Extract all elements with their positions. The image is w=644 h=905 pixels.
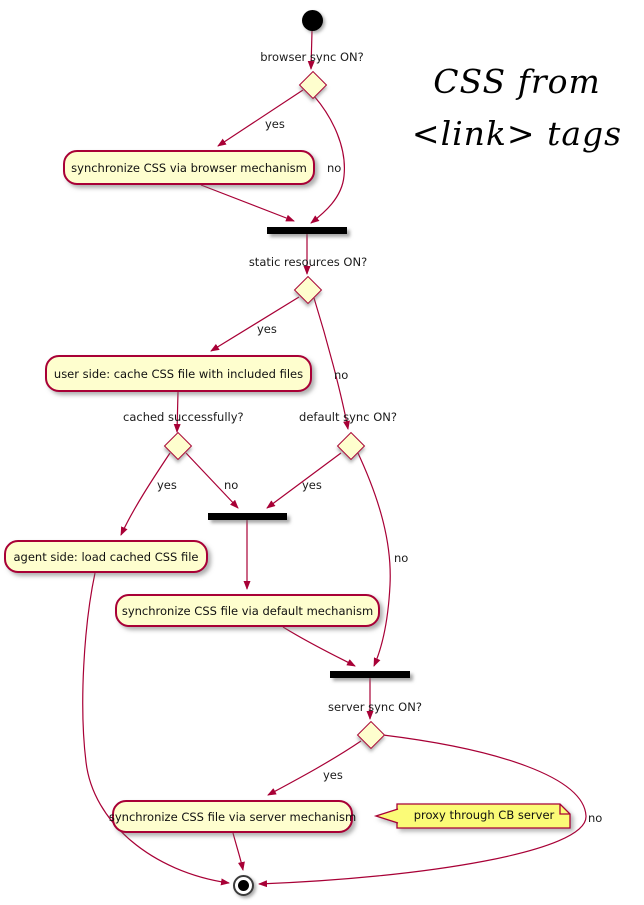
decision-label-static-resources: static resources ON? [248,255,368,269]
branch-label-default-no: no [394,551,409,565]
branch-label-default-yes: yes [302,478,322,492]
decision-label-default-sync: default sync ON? [299,410,397,424]
branch-label-cached-yes: yes [157,478,177,492]
start-node [302,10,323,31]
activity-default-mechanism: synchronize CSS file via default mechani… [115,594,380,627]
branch-label-static-no: no [334,368,349,382]
decision-label-browser-sync: browser sync ON? [260,50,364,64]
branch-label-browser-no: no [327,161,342,175]
join-bar-3 [330,671,410,678]
title-line-2: <link> tags [411,114,623,153]
join-bar-1 [267,227,347,234]
title-line-1: CSS from [433,62,601,101]
note-proxy: proxy through CB server [413,808,555,822]
note-shape [373,803,571,829]
branch-label-cached-no: no [224,478,239,492]
end-node [233,875,254,896]
end-node-dot [238,880,249,891]
branch-label-static-yes: yes [257,322,277,336]
branch-label-server-no: no [588,811,603,825]
branch-label-browser-yes: yes [265,117,285,131]
activity-browser-mechanism: synchronize CSS via browser mechanism [63,150,315,185]
activity-user-cache: user side: cache CSS file with included … [45,355,312,392]
decision-label-server-sync: server sync ON? [328,700,422,714]
join-bar-2 [208,513,287,520]
decision-label-cached-successfully: cached successfully? [123,410,244,424]
branch-label-server-yes: yes [323,768,343,782]
activity-server-mechanism: synchronize CSS file via server mechanis… [109,800,356,833]
activity-agent-load: agent side: load cached CSS file [4,540,208,573]
diagram-title: CSS from <link> tags [410,56,624,160]
